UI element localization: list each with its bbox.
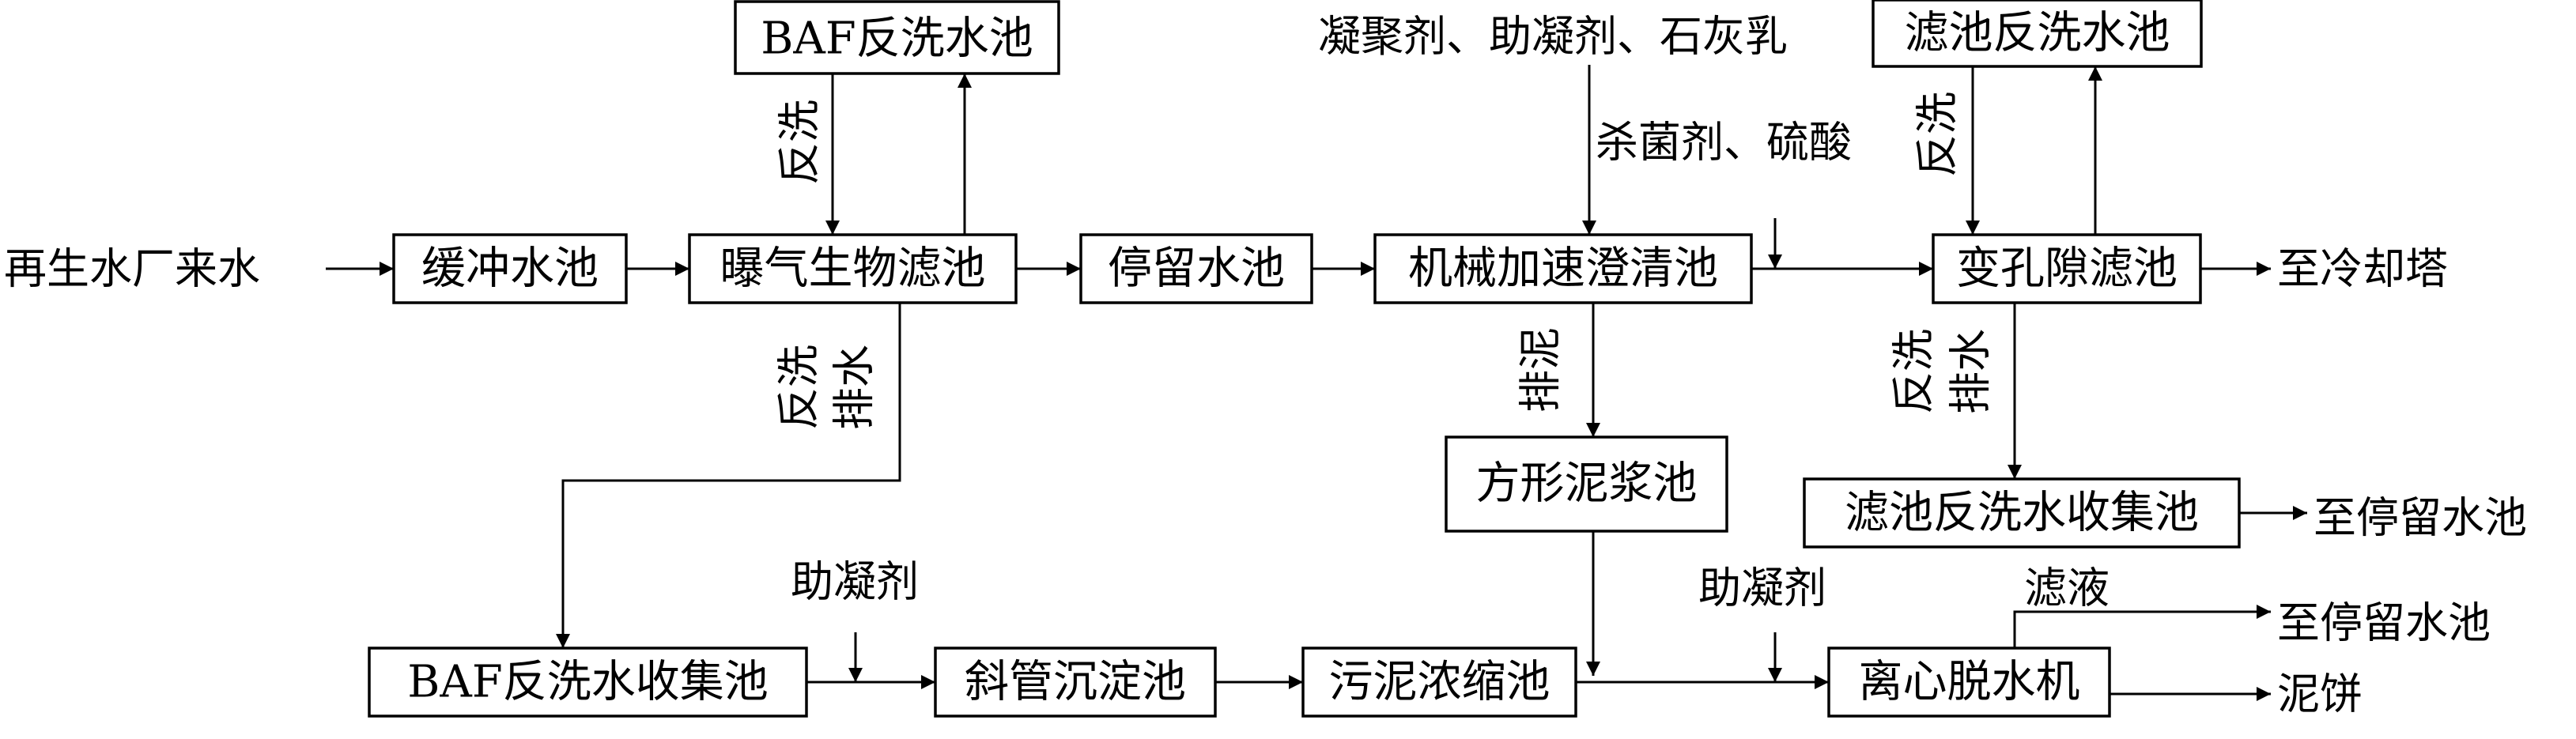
label-backwash-vpf: 反洗 [1913,92,1962,177]
svg-text:滤池反洗水池: 滤池反洗水池 [1905,8,2170,59]
labels: 再生水厂来水 凝聚剂、助凝剂、石灰乳 杀菌剂、硫酸 至冷却塔 至停留水池 至停留… [4,12,2527,719]
label-backwash-baf: 反洗 [775,100,825,185]
svg-text:机械加速澄清池: 机械加速澄清池 [1408,243,1718,295]
node-filter-backwash-collect: 滤池反洗水收集池 [1803,477,2241,549]
connectors [326,65,2307,701]
label-bactericide: 杀菌剂、硫酸 [1596,118,1852,168]
svg-text:BAF反洗水收集池: BAF反洗水收集池 [407,657,768,708]
label-backwash-drain-vpf-1: 反洗 [1889,329,1939,414]
node-centrifuge: 离心脱水机 [1827,647,2111,718]
svg-text:BAF反洗水池: BAF反洗水池 [761,13,1033,65]
label-filtrate: 滤液 [2024,564,2110,613]
svg-text:变孔隙滤池: 变孔隙滤池 [1956,243,2178,295]
flow-baf-drain-path [556,303,901,648]
node-clarifier: 机械加速澄清池 [1373,233,1753,304]
node-retention-tank: 停留水池 [1079,233,1313,304]
label-source: 再生水厂来水 [4,244,260,294]
label-sludge-cake: 泥饼 [2277,669,2363,719]
node-baf-backwash-tank: BAF反洗水池 [734,0,1060,75]
flow-filtrate-path [2013,605,2271,648]
label-backwash-drain-baf-2: 排水 [829,345,879,430]
svg-text:停留水池: 停留水池 [1108,243,1285,295]
nodes: BAF反洗水池 缓冲水池 曝气生物滤池 停留水池 机械加速澄清池 变孔隙滤池 滤… [368,0,2241,718]
svg-text:缓冲水池: 缓冲水池 [421,243,599,295]
label-flocculant-2: 助凝剂 [1698,564,1826,613]
svg-text:斜管沉淀池: 斜管沉淀池 [965,657,1186,708]
node-baf-backwash-collect: BAF反洗水收集池 [368,647,808,718]
node-baf: 曝气生物滤池 [688,233,1018,304]
label-sludge-discharge: 排泥 [1516,327,1566,413]
node-slurry-tank: 方形泥浆池 [1445,435,1728,533]
node-buffer-tank: 缓冲水池 [392,233,628,304]
label-to-retention-1: 至停留水池 [2313,493,2527,543]
node-variable-pore-filter: 变孔隙滤池 [1932,233,2202,304]
label-backwash-drain-vpf-2: 排水 [1946,329,1996,414]
label-coagulants: 凝聚剂、助凝剂、石灰乳 [1318,12,1788,62]
svg-text:方形泥浆池: 方形泥浆池 [1476,458,1698,510]
svg-text:曝气生物滤池: 曝气生物滤池 [720,243,986,295]
node-thickener: 污泥浓缩池 [1301,647,1577,718]
label-flocculant-1: 助凝剂 [791,557,919,607]
label-to-retention-2: 至停留水池 [2277,598,2491,648]
node-filter-backwash-tank: 滤池反洗水池 [1872,0,2203,68]
svg-text:滤池反洗水收集池: 滤池反洗水收集池 [1845,488,2199,539]
node-inclined-settler: 斜管沉淀池 [934,647,1217,718]
label-backwash-drain-baf-1: 反洗 [774,345,824,430]
svg-text:离心脱水机: 离心脱水机 [1859,657,2080,708]
label-to-cooling-tower: 至冷却塔 [2277,244,2448,294]
svg-text:污泥浓缩池: 污泥浓缩池 [1329,657,1551,708]
